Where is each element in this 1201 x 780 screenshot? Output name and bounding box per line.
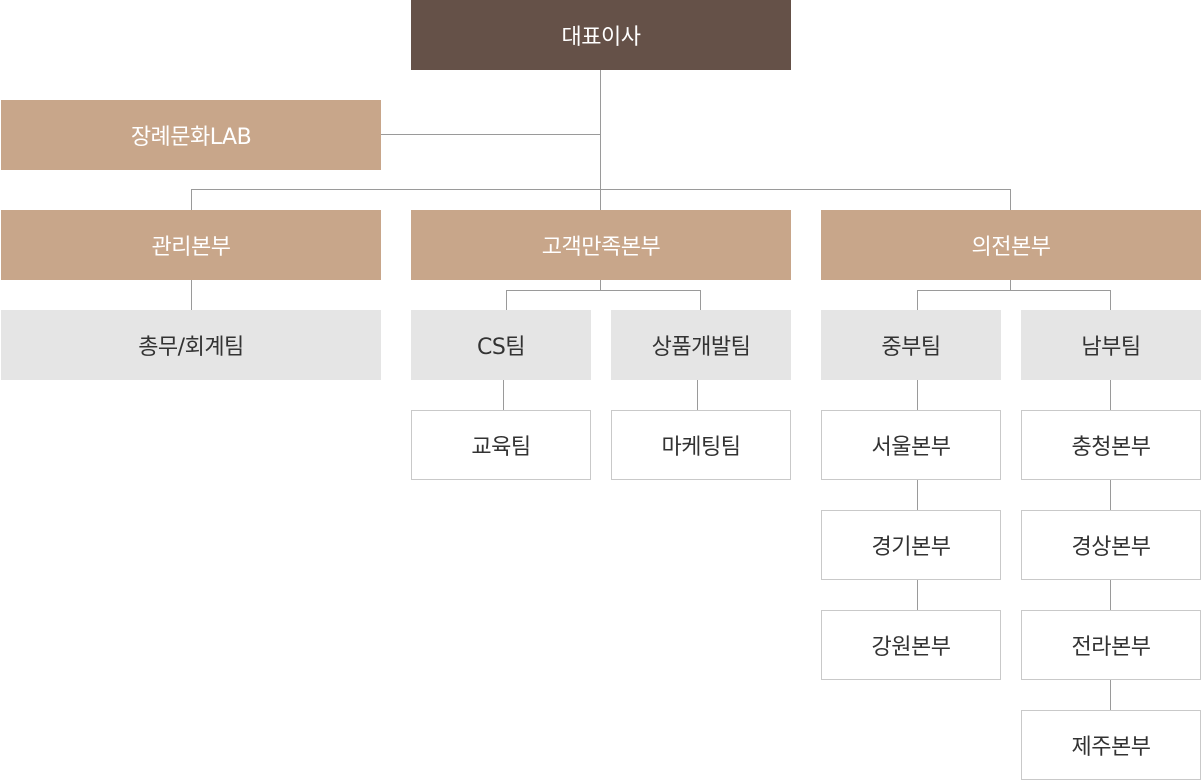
- connector-management-drop: [191, 189, 192, 210]
- connector-funeral-drop: [1010, 189, 1011, 210]
- connector-central-drop: [917, 290, 918, 310]
- chungcheong-hq-box: 충청본부: [1021, 410, 1201, 480]
- gyeonggi-hq-box: 경기본부: [821, 510, 1001, 580]
- connector-customer-drop: [600, 189, 601, 210]
- connector-central-chain: [917, 380, 918, 610]
- funeral-division-box: 의전본부: [821, 210, 1201, 280]
- central-team-box: 중부팀: [821, 310, 1001, 380]
- connector-management-team: [191, 280, 192, 310]
- lab-box: 장례문화LAB: [1, 100, 381, 170]
- gangwon-hq-box: 강원본부: [821, 610, 1001, 680]
- product-dev-team-box: 상품개발팀: [611, 310, 791, 380]
- gyeongsang-hq-box: 경상본부: [1021, 510, 1201, 580]
- ceo-box: 대표이사: [411, 0, 791, 70]
- seoul-hq-box: 서울본부: [821, 410, 1001, 480]
- education-team-box: 교육팀: [411, 410, 591, 480]
- southern-team-box: 남부팀: [1021, 310, 1201, 380]
- connector-southern-drop: [1110, 290, 1111, 310]
- connector-funeral-down: [1010, 280, 1011, 290]
- jeolla-hq-box: 전라본부: [1021, 610, 1201, 680]
- connector-customer-down: [600, 280, 601, 290]
- connector-cs-education: [503, 380, 504, 410]
- connector-customer-teams: [506, 290, 701, 291]
- customer-satisfaction-division-box: 고객만족본부: [411, 210, 791, 280]
- connector-divisions: [191, 189, 1011, 190]
- connector-product-marketing: [697, 380, 698, 410]
- marketing-team-box: 마케팅팀: [611, 410, 791, 480]
- connector-ceo-trunk: [600, 70, 601, 189]
- connector-cs-drop: [506, 290, 507, 310]
- jeju-hq-box: 제주본부: [1021, 710, 1201, 780]
- management-division-box: 관리본부: [1, 210, 381, 280]
- connector-lab: [381, 134, 600, 135]
- connector-funeral-teams: [917, 290, 1111, 291]
- general-accounting-team-box: 총무/회계팀: [1, 310, 381, 380]
- cs-team-box: CS팀: [411, 310, 591, 380]
- connector-product-drop: [700, 290, 701, 310]
